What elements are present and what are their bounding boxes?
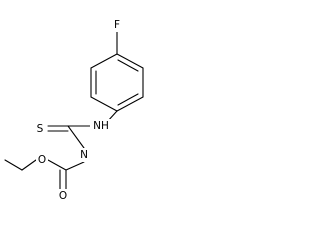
atom-label-imine-nitrogen: N [78,148,90,162]
ring-bond-top-left [90,53,118,69]
imine-nitrogen-label: N [80,149,88,161]
ring-double-bond-bottom-right [117,93,139,106]
ester-oxygen-ethyl-bond [21,159,37,171]
carbonyl-oxygen-label: O [59,190,67,202]
fluorine-label: F [114,19,120,31]
ring-double-bond-top-right [117,59,139,72]
atom-label-nh: NH [90,119,112,133]
benzene-ring [90,53,144,112]
atom-label-fluorine: F [111,19,123,32]
ester-oxygen-label: O [38,154,46,166]
ethyl-ch2-ch3-bond [4,159,23,171]
carbon-imine-nitrogen-bond [67,125,85,149]
atom-label-sulfur: S [34,122,47,136]
molecule-diagram: F S NH N O O [4,19,144,203]
sulfur-label: S [37,123,44,135]
ring-bond-top-right [116,53,144,69]
nh-label: NH [93,120,109,132]
ring-bond-bottom-right [116,96,144,112]
nitrogen-carbonyl-carbon-bond [65,161,85,171]
carbonyl-carbon-ester-oxygen-bond [47,159,67,171]
atom-label-ester-oxygen: O [36,153,48,167]
ring-bond-bottom-left [90,96,118,112]
atom-label-carbonyl-oxygen: O [57,189,69,203]
